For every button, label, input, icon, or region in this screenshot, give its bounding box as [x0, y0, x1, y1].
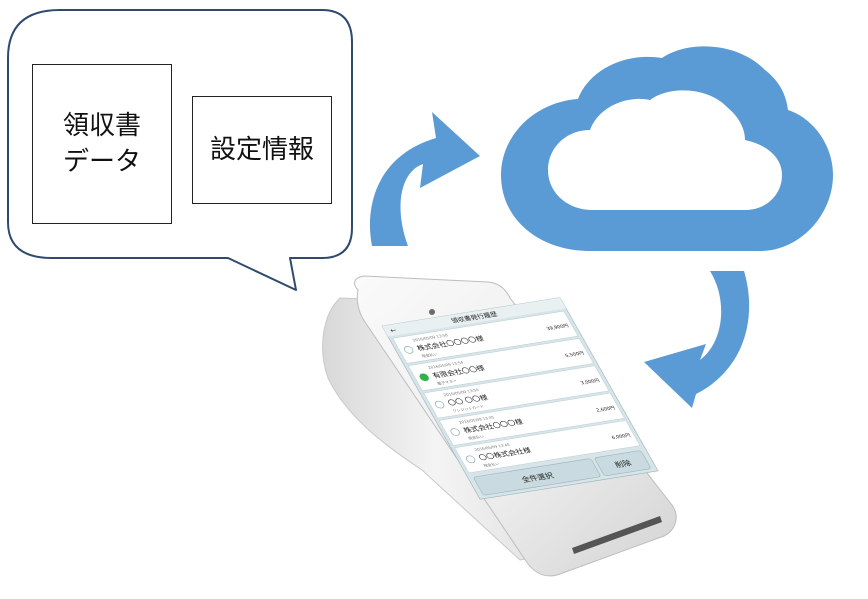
receipt-row-datetime: 2016/05/09 13:45 [458, 415, 496, 425]
receipt-row-datetime: 2016/05/09 13:50 [442, 387, 480, 397]
delete-label: 削除 [613, 458, 634, 469]
card-slot [572, 516, 662, 554]
receipt-row-amount: 5,500円 [564, 351, 585, 359]
row-unchecked-icon[interactable] [465, 455, 477, 464]
screen-header [382, 297, 567, 337]
receipt-row-note: 現金払い [467, 434, 485, 441]
screen-back-icon[interactable]: ← [389, 327, 399, 335]
download-arrow [644, 271, 750, 408]
camera-icon [429, 309, 435, 315]
receipt-data-line1: 領収書 [62, 111, 141, 141]
receipt-row-note: 現金払い [482, 461, 500, 468]
cloud-inner [548, 90, 782, 210]
receipt-row-datetime: 2016/05/09 13:58 [412, 333, 450, 343]
settings-info-box: 設定情報 [192, 96, 332, 204]
row-unchecked-icon[interactable] [434, 400, 446, 409]
receipt-data-line2: データ [62, 147, 141, 177]
upload-arrow [369, 112, 480, 246]
receipt-row-amount: 3,000円 [580, 378, 601, 386]
receipt-row-datetime: 2016/05/09 13:40 [473, 442, 511, 452]
receipt-row-amount: 2,600円 [595, 405, 616, 413]
receipt-row-background [423, 365, 610, 419]
receipt-data-box: 領収書 データ [32, 64, 172, 224]
delete-button[interactable]: 削除 [594, 450, 651, 477]
receipt-row-background [392, 310, 579, 364]
receipt-row-amount: 6,000円 [611, 433, 632, 441]
select-all-button[interactable]: 全件選択 [473, 458, 601, 496]
receipt-row-background [407, 338, 594, 392]
receipt-row-datetime: 2016/05/09 13:54 [427, 360, 465, 370]
receipt-row-note: 現金払い [421, 352, 439, 359]
row-unchecked-icon[interactable] [449, 428, 461, 436]
settings-info-label: 設定情報 [209, 135, 314, 165]
terminal-screen: ← 領収書発行履歴 2016/05/09 13:58株式会社〇〇〇〇様現金払い3… [381, 297, 659, 500]
receipt-row-note: 電子マネー [436, 378, 458, 385]
receipt-row-background [438, 392, 625, 446]
row-checked-icon[interactable] [418, 373, 430, 382]
receipt-row-note: クレジットカード [452, 404, 486, 413]
receipt-row-amount: 39,900円 [546, 323, 570, 332]
row-unchecked-icon[interactable] [403, 346, 415, 354]
receipt-row-background [454, 420, 641, 474]
